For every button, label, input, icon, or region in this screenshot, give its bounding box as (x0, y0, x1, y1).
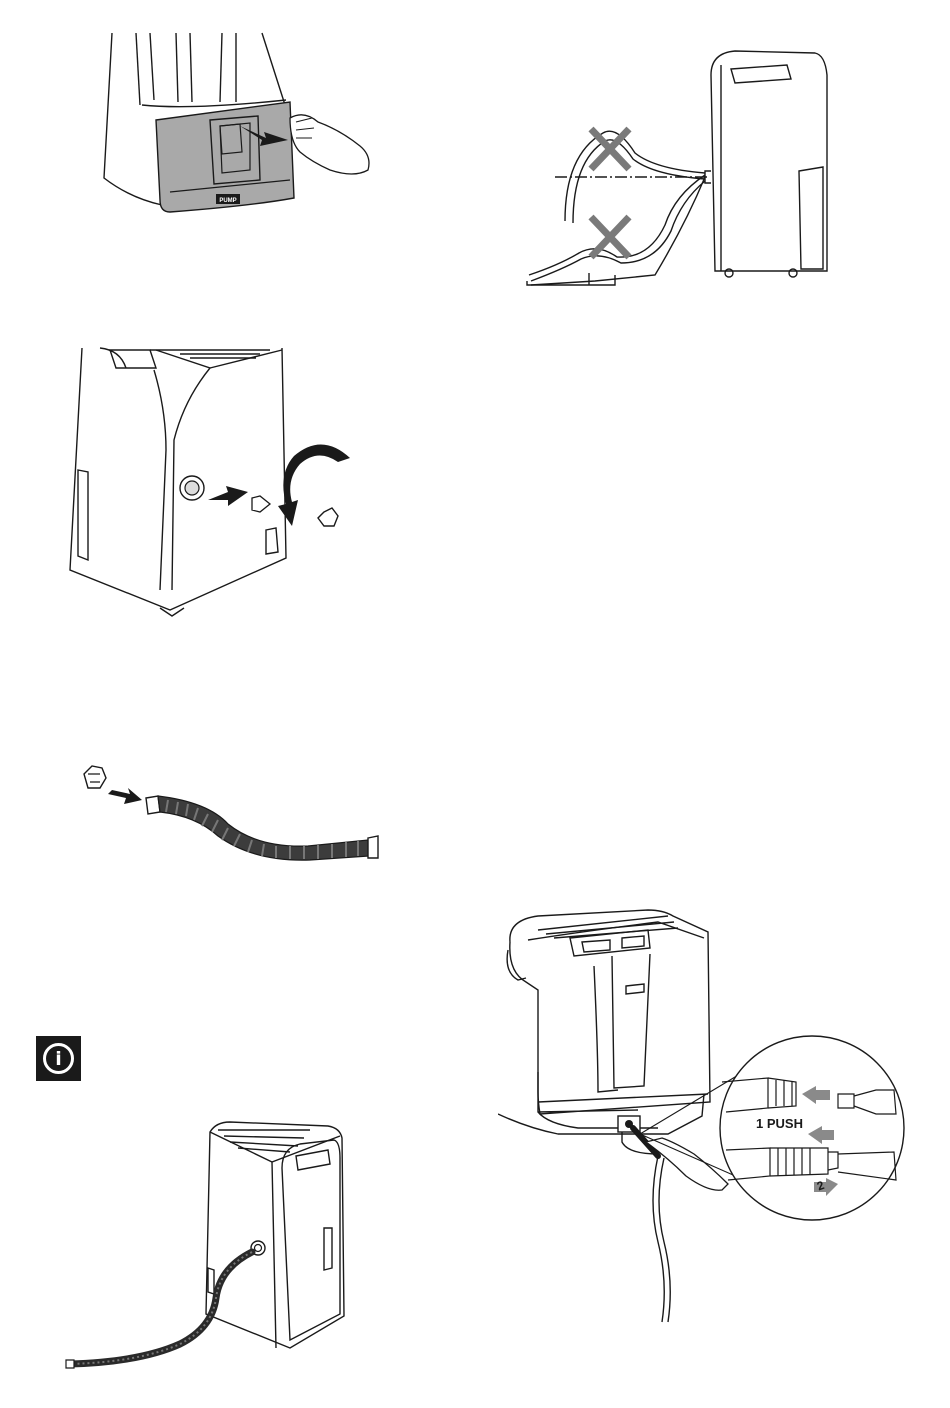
figure-tank-removal: PUMP (90, 30, 380, 225)
figure-hose-connected (60, 1118, 360, 1378)
figure-hose-fitting (78, 760, 383, 865)
info-icon: i (36, 1036, 81, 1081)
figure-hose-route (525, 45, 845, 295)
push-step-label: 1 PUSH (756, 1116, 803, 1131)
info-glyph: i (55, 1048, 62, 1070)
figure-quick-connect: 1 PUSH 2 (498, 902, 923, 1332)
tank-pump-label: PUMP (219, 198, 236, 204)
figure-cap-removal (60, 340, 370, 620)
